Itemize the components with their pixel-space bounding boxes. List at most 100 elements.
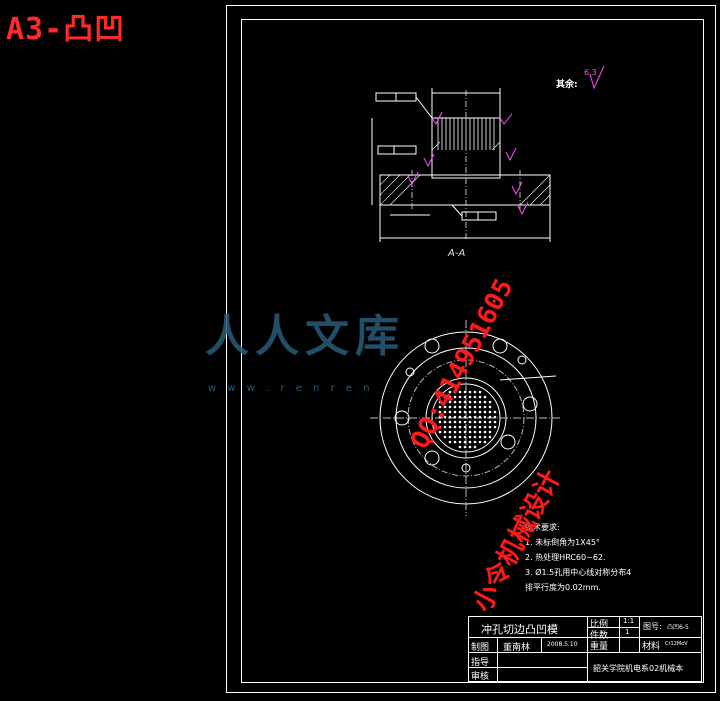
tech-req-item: 1. 未标倒角为1X45°: [525, 538, 600, 547]
pierce-hole: [478, 425, 482, 429]
part-name: 冲孔切边凸凹模: [481, 623, 558, 636]
pierce-hole: [453, 400, 457, 404]
pierce-hole: [468, 445, 472, 449]
pierce-hole: [458, 425, 462, 429]
pierce-hole: [468, 410, 472, 414]
pierce-hole: [448, 420, 452, 424]
pierce-hole: [483, 425, 487, 429]
pierce-hole: [488, 415, 492, 419]
pierce-hole: [468, 400, 472, 404]
pierce-hole: [473, 425, 477, 429]
pierce-hole: [473, 415, 477, 419]
pierce-hole: [453, 420, 457, 424]
roughness-value: 6.3: [584, 68, 597, 77]
pierce-hole: [468, 390, 472, 394]
pierce-hole: [448, 390, 452, 394]
pierce-hole: [453, 440, 457, 444]
pierce-hole: [468, 405, 472, 409]
pierce-hole: [478, 420, 482, 424]
pierce-hole: [463, 445, 467, 449]
material-value: Cr12MoV: [665, 641, 688, 647]
pierce-hole: [458, 445, 462, 449]
pierce-hole: [453, 430, 457, 434]
pierce-hole: [473, 405, 477, 409]
pierce-hole: [458, 420, 462, 424]
pierce-hole: [483, 435, 487, 439]
pierce-hole: [488, 410, 492, 414]
check-label: 审核: [471, 672, 490, 682]
pierce-hole: [448, 435, 452, 439]
pierce-hole: [448, 425, 452, 429]
pierce-hole: [468, 440, 472, 444]
pierce-hole: [448, 430, 452, 434]
section-caption: A-A: [448, 248, 466, 259]
pierce-hole: [443, 395, 447, 399]
guide-label: 指导: [471, 658, 490, 668]
pierce-hole: [453, 395, 457, 399]
scale-label: 比例: [590, 620, 609, 630]
rest-roughness-label: 其余:: [556, 80, 578, 90]
drawing-no-label: 图号:: [643, 622, 662, 631]
pierce-hole: [478, 415, 482, 419]
pierce-hole: [483, 395, 487, 399]
pierce-hole: [448, 410, 452, 414]
plan-view: [370, 320, 562, 516]
tech-req-item: 排平行度为0.02mm.: [525, 583, 601, 592]
pierce-hole: [483, 420, 487, 424]
pierce-hole: [473, 420, 477, 424]
pierce-hole: [478, 405, 482, 409]
drawn-date: 2008.5.10: [547, 641, 578, 648]
pierce-hole: [488, 425, 492, 429]
pierce-hole: [448, 405, 452, 409]
pierce-hole: [438, 415, 442, 419]
pierce-hole: [443, 400, 447, 404]
pierce-hole: [443, 420, 447, 424]
pierce-hole: [443, 430, 447, 434]
pierce-hole: [463, 440, 467, 444]
pierce-hole: [468, 415, 472, 419]
title-block: 冲孔切边凸凹模 比例 1:1 件数 1 图号: 凸凹6-5 重量 材料 Cr12…: [468, 616, 702, 682]
pierce-hole: [438, 420, 442, 424]
tech-req-heading: 技术要求:: [525, 523, 560, 532]
pierce-hole: [438, 430, 442, 434]
pierce-hole: [463, 390, 467, 394]
pierce-hole: [438, 425, 442, 429]
pierce-hole: [443, 415, 447, 419]
pierce-hole: [458, 405, 462, 409]
pierce-hole: [453, 390, 457, 394]
pierce-hole: [478, 435, 482, 439]
count-label: 件数: [590, 631, 609, 641]
tech-req-item: 2. 热处理HRC60~62.: [525, 553, 606, 562]
pierce-hole: [478, 400, 482, 404]
pierce-hole: [463, 395, 467, 399]
pierce-hole: [463, 420, 467, 424]
pierce-hole: [493, 425, 497, 429]
pierce-hole: [468, 425, 472, 429]
pierce-hole: [443, 425, 447, 429]
pierce-hole: [488, 405, 492, 409]
pierce-hole: [483, 405, 487, 409]
pierce-hole: [493, 420, 497, 424]
pierce-hole: [468, 435, 472, 439]
weight-label: 重量: [590, 642, 609, 652]
pierce-hole: [458, 435, 462, 439]
pierce-hole: [488, 435, 492, 439]
corner-label: A3-凸凹: [6, 12, 126, 47]
pierce-hole: [473, 435, 477, 439]
pierce-hole: [458, 390, 462, 394]
pierce-hole: [473, 445, 477, 449]
pierce-hole: [463, 415, 467, 419]
pierce-hole: [468, 395, 472, 399]
pierce-hole: [448, 415, 452, 419]
pierce-hole: [453, 435, 457, 439]
tech-requirements: 技术要求: 1. 未标倒角为1X45° 2. 热处理HRC60~62. 3. Ø…: [525, 520, 631, 595]
pierce-hole: [488, 400, 492, 404]
pierce-hole: [453, 410, 457, 414]
pierce-hole: [438, 405, 442, 409]
pierce-hole: [473, 410, 477, 414]
pierce-hole: [453, 405, 457, 409]
pierce-hole: [458, 440, 462, 444]
count-value: 1: [625, 628, 630, 636]
pierce-hole: [453, 415, 457, 419]
pierce-hole: [488, 420, 492, 424]
